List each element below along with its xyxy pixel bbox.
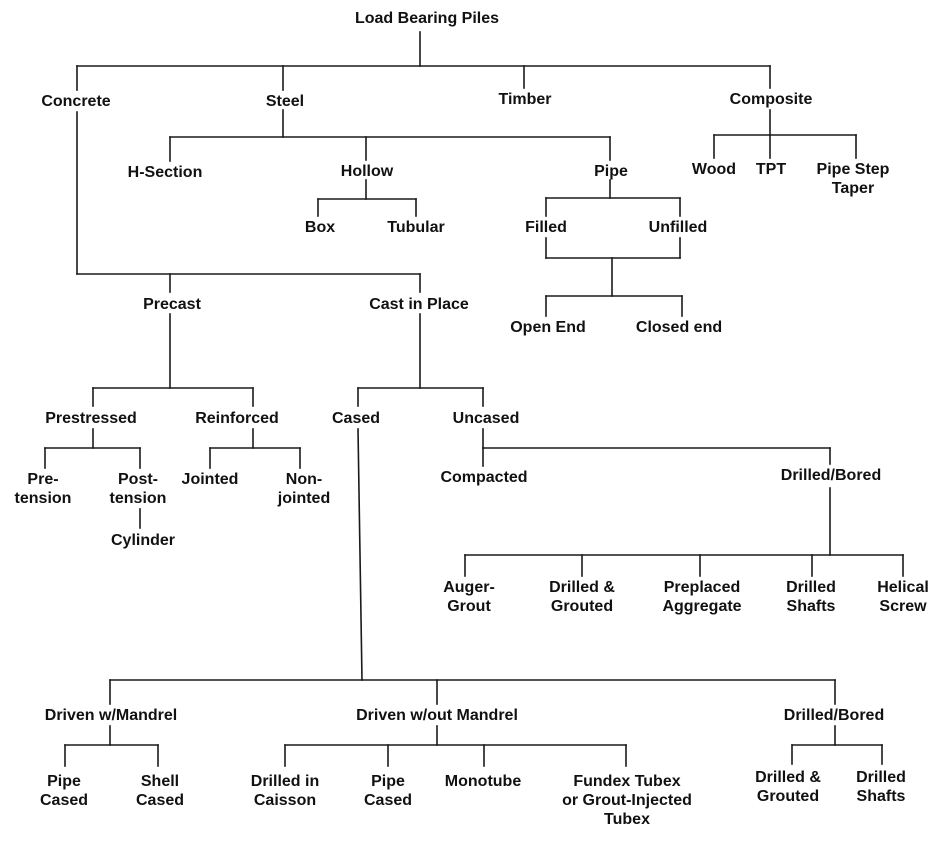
node-composite: Composite <box>729 91 813 108</box>
node-tpt: TPT <box>755 161 787 178</box>
node-wood: Wood <box>691 161 737 178</box>
node-drilled-grouted-uncased: Drilled & Grouted <box>549 579 615 615</box>
node-jointed: Jointed <box>181 471 239 488</box>
node-steel: Steel <box>265 93 305 110</box>
node-non-jointed: Non- jointed <box>277 471 331 507</box>
node-precast: Precast <box>143 296 201 313</box>
node-pipe-cased-mandrel: Pipe Cased <box>39 773 89 809</box>
node-cast-in-place: Cast in Place <box>369 296 469 313</box>
node-drilled-grouted-cased: Drilled & Grouted <box>755 769 821 805</box>
node-helical-screw: Helical Screw <box>877 579 929 615</box>
node-open-end: Open End <box>510 319 586 336</box>
node-unfilled: Unfilled <box>648 219 708 236</box>
node-reinforced: Reinforced <box>195 410 279 427</box>
node-drilled-bored-cased: Drilled/Bored <box>783 707 885 724</box>
node-prestressed: Prestressed <box>45 410 137 427</box>
node-drilled-shafts-cased: Drilled Shafts <box>856 769 906 805</box>
node-box: Box <box>304 219 336 236</box>
node-driven-with-mandrel: Driven w/Mandrel <box>44 707 178 724</box>
node-auger-grout: Auger- Grout <box>443 579 495 615</box>
node-pipe: Pipe <box>594 163 628 180</box>
node-fundex-tubex: Fundex Tubex or Grout-Injected Tubex <box>562 773 692 828</box>
node-compacted: Compacted <box>440 469 528 486</box>
node-h-section: H-Section <box>127 164 203 181</box>
node-pipe-cased-no-mandrel: Pipe Cased <box>363 773 413 809</box>
node-driven-without-mandrel: Driven w/out Mandrel <box>356 707 518 724</box>
root-title: Load Bearing Piles <box>354 10 500 27</box>
node-shell-cased: Shell Cased <box>135 773 185 809</box>
node-pre-tension: Pre- tension <box>14 471 72 507</box>
node-drilled-shafts-uncased: Drilled Shafts <box>786 579 836 615</box>
node-drilled-in-caisson: Drilled in Caisson <box>250 773 320 809</box>
node-cylinder: Cylinder <box>110 532 176 549</box>
node-preplaced-aggregate: Preplaced Aggregate <box>662 579 742 615</box>
node-timber: Timber <box>498 91 552 108</box>
node-monotube: Monotube <box>444 773 522 790</box>
node-post-tension: Post- tension <box>109 471 167 507</box>
node-cased: Cased <box>331 410 381 427</box>
node-pipe-step-taper: Pipe Step Taper <box>816 161 890 197</box>
node-drilled-bored-uncased: Drilled/Bored <box>780 467 882 484</box>
node-tubular: Tubular <box>387 219 445 236</box>
node-hollow: Hollow <box>340 163 394 180</box>
node-closed-end: Closed end <box>635 319 723 336</box>
node-filled: Filled <box>525 219 567 236</box>
node-concrete: Concrete <box>41 93 111 110</box>
node-uncased: Uncased <box>452 410 520 427</box>
